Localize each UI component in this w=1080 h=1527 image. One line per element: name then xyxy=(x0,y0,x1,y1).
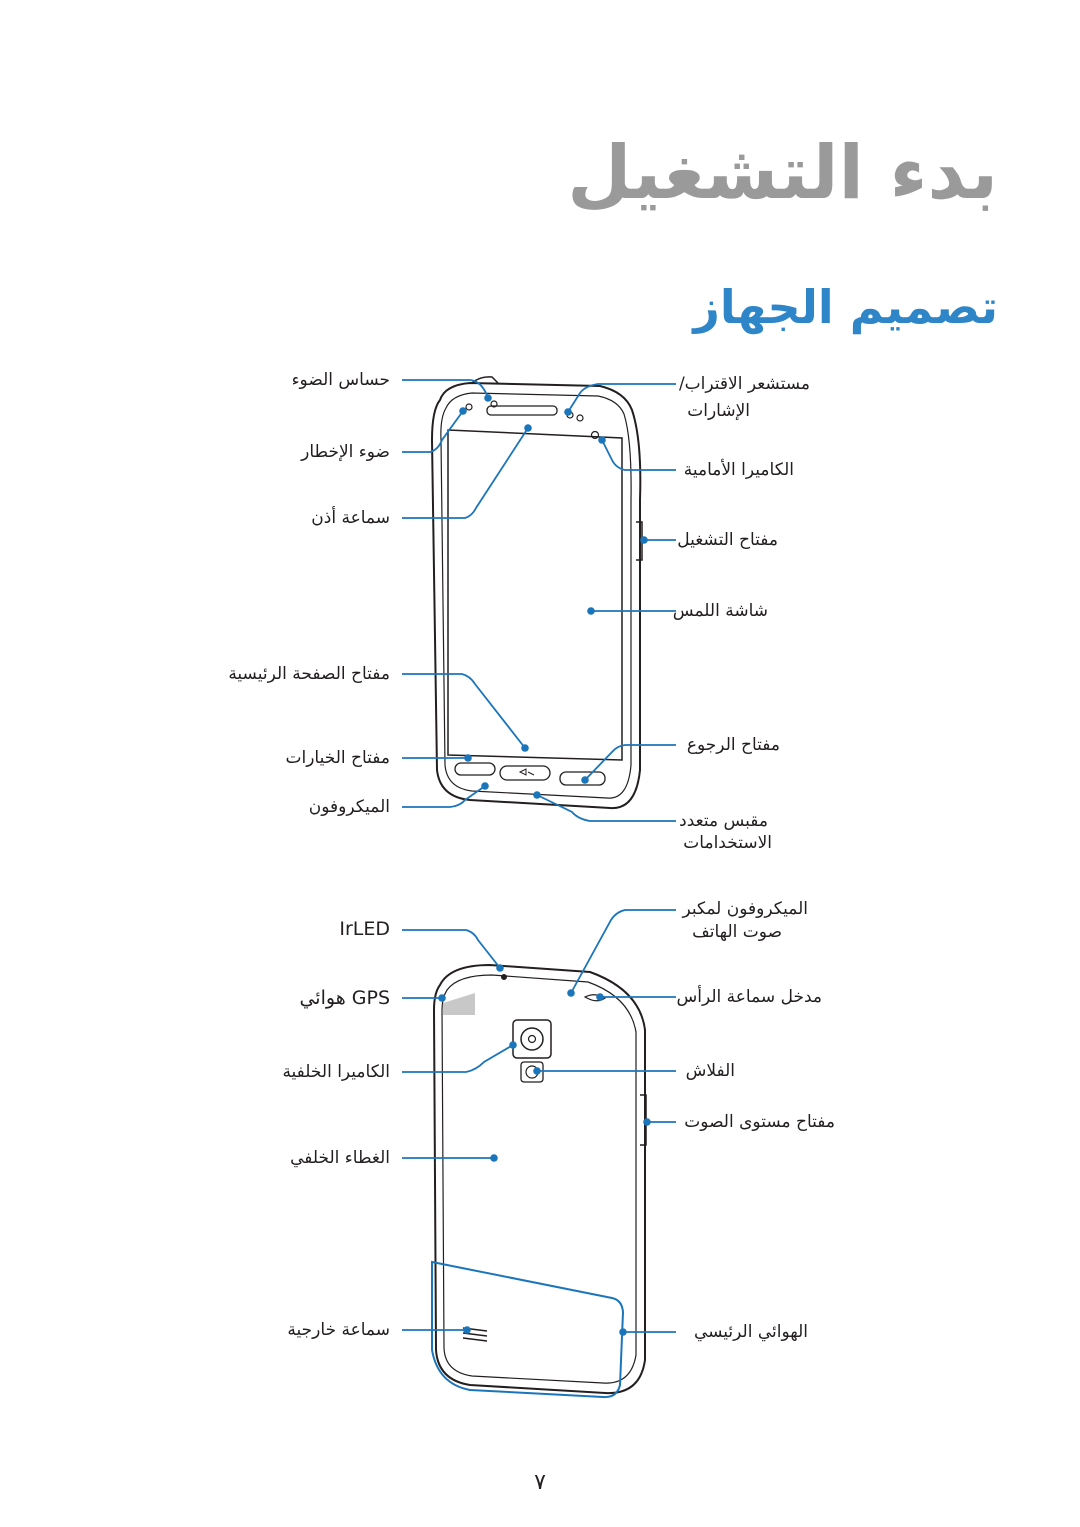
label-irled: IrLED xyxy=(339,918,390,940)
label-main-antenna: الهوائي الرئيسي xyxy=(693,1322,808,1342)
label-home-button: مفتاح الصفحة الرئيسية xyxy=(228,664,390,684)
label-proximity-sensor-line2: الإشارات xyxy=(687,401,750,421)
label-proximity-sensor-line1: مستشعر الاقتراب/ xyxy=(678,374,810,394)
label-headset-jack: مدخل سماعة الرأس xyxy=(676,987,823,1007)
label-front-camera: الكاميرا الأمامية xyxy=(683,460,794,480)
front-device xyxy=(430,376,643,810)
label-speaker: سماعة خارجية xyxy=(287,1320,390,1340)
label-multipurpose-jack-line1: مقبس متعدد xyxy=(679,811,768,831)
label-back-button: مفتاح الرجوع xyxy=(686,735,780,755)
label-noise-mic-line2: صوت الهاتف xyxy=(692,922,782,942)
page-number: ٧ xyxy=(534,1470,546,1495)
callout-lines xyxy=(402,379,676,1399)
section-title: تصميم الجهاز xyxy=(693,280,998,334)
label-back-cover: الغطاء الخلفي xyxy=(290,1148,390,1168)
label-multipurpose-jack-line2: الاستخدامات xyxy=(683,833,772,853)
callout-dots xyxy=(438,394,651,1336)
label-flash: الفلاش xyxy=(685,1061,735,1081)
label-noise-mic-line1: الميكروفون لمكبر xyxy=(682,899,808,919)
label-menu-button: مفتاح الخيارات xyxy=(285,748,390,768)
label-touch-screen: شاشة اللمس xyxy=(672,601,768,621)
page-title: بدء التشغيل xyxy=(567,130,998,216)
label-earpiece: سماعة أذن xyxy=(311,508,390,528)
label-volume-button: مفتاح مستوى الصوت xyxy=(684,1112,835,1132)
label-notification-light: ضوء الإخطار xyxy=(301,442,390,462)
label-light-sensor: حساس الضوء xyxy=(291,370,390,390)
label-power-button: مفتاح التشغيل xyxy=(677,530,778,550)
label-rear-camera: الكاميرا الخلفية xyxy=(282,1062,390,1082)
label-microphone: الميكروفون xyxy=(308,797,390,817)
label-gps-antenna: هوائي GPS xyxy=(299,987,390,1009)
